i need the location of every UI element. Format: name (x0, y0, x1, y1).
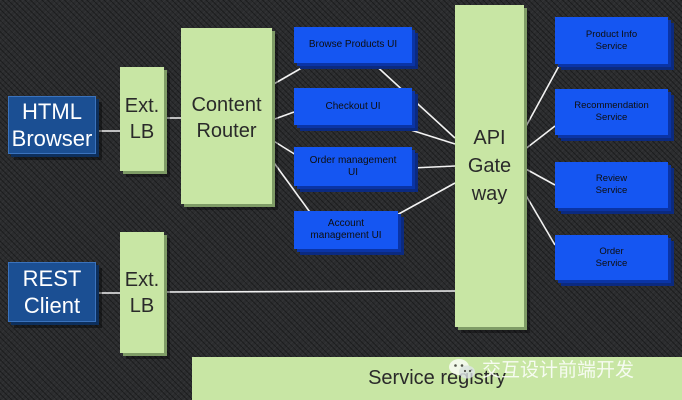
external-load-balancer-top: Ext. LB (120, 67, 164, 171)
api-gateway: API Gate way (455, 5, 524, 327)
account-management-ui: Account management UI (294, 211, 398, 249)
connector-router-browse-ui (271, 61, 313, 86)
review-service: Review Service (555, 162, 668, 208)
wechat-watermark: 交互设计前端开发 (448, 355, 634, 382)
connector-account-ui-gateway (394, 182, 456, 217)
connector-gateway-recommendation (523, 125, 556, 151)
browse-products-ui: Browse Products UI (294, 27, 412, 63)
connector-gateway-order-service (523, 191, 556, 246)
external-load-balancer-bottom: Ext. LB (120, 232, 164, 353)
connector-browse-ui-gateway (371, 61, 456, 139)
connector-router-account-ui (271, 159, 313, 216)
connector-order-ui-gateway (411, 165, 456, 169)
product-info-service: Product Info Service (555, 17, 668, 64)
connector-lb-gateway (163, 290, 456, 293)
watermark-text: 交互设计前端开发 (482, 360, 635, 381)
content-router: Content Router (181, 28, 272, 204)
service-registry: Service registry (192, 357, 682, 400)
connector-gateway-review (523, 167, 556, 186)
connector-gateway-product-info (523, 63, 561, 131)
checkout-ui: Checkout UI (294, 88, 412, 125)
wechat-icon (449, 358, 475, 378)
order-management-ui: Order management UI (294, 147, 412, 186)
connector-router-order-ui (271, 139, 297, 156)
connector-router-checkout-ui (271, 111, 295, 121)
order-service: Order Service (555, 235, 668, 280)
connector-checkout-ui-gateway (394, 124, 456, 145)
html-browser-client: HTML Browser (8, 96, 96, 154)
recommendation-service: Recommendation Service (555, 89, 668, 135)
rest-client: REST Client (8, 262, 96, 322)
